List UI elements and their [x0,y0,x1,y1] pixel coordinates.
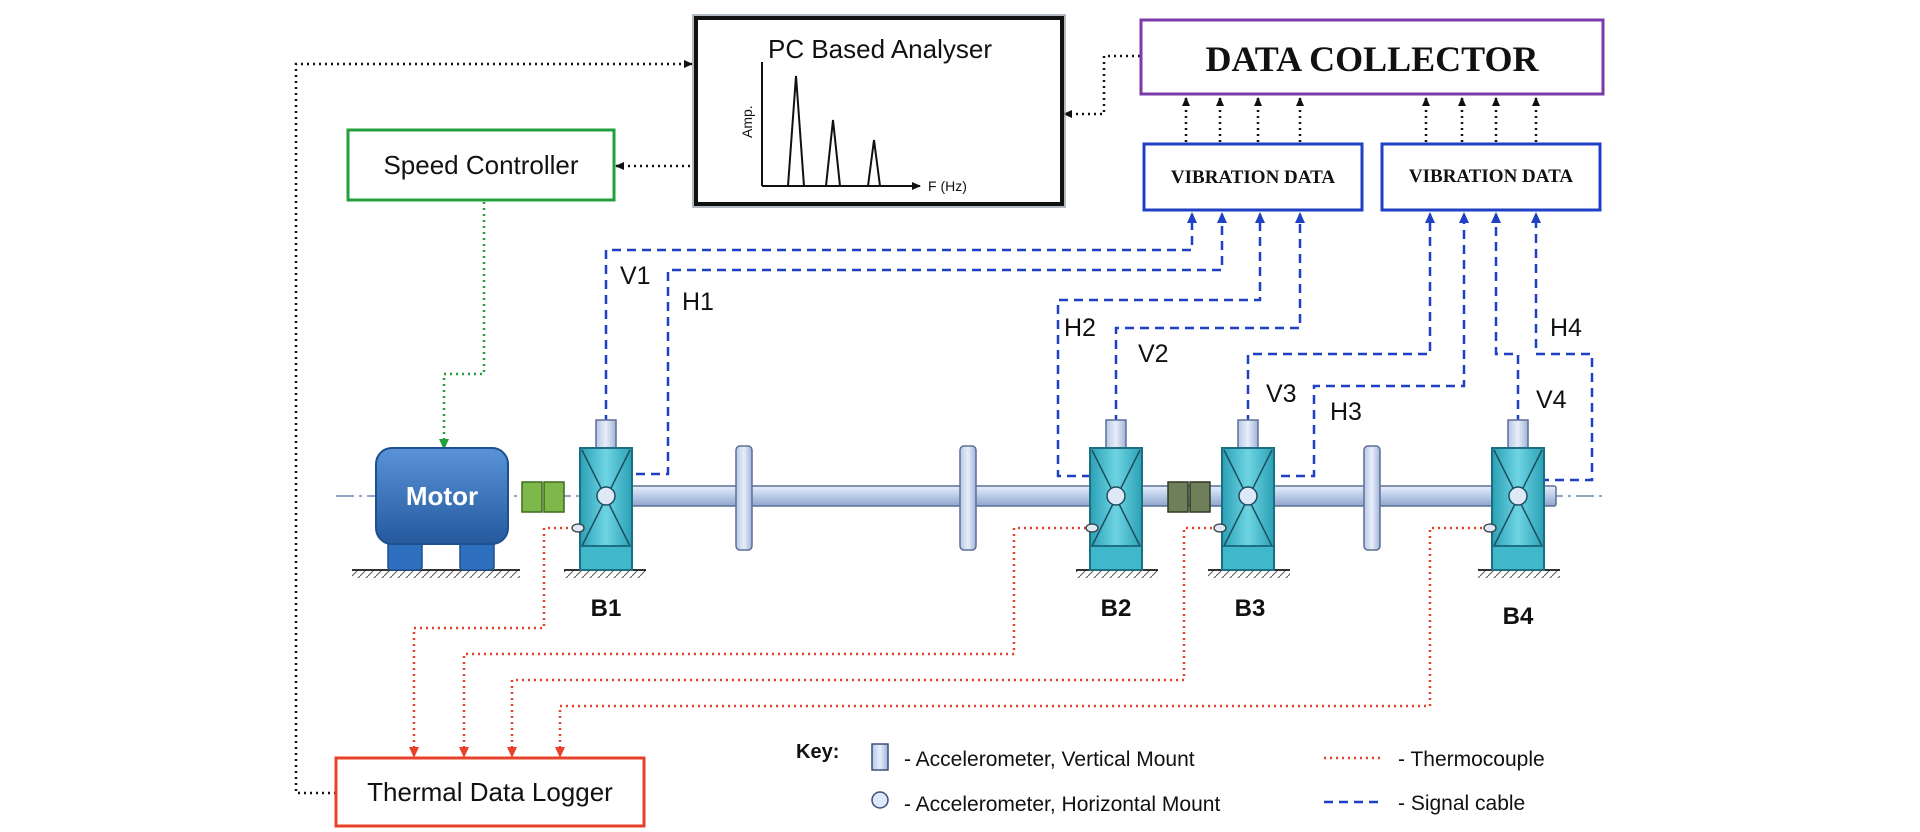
speed-controller: Speed Controller [346,128,616,202]
spectrum-peak-2 [825,119,841,187]
cable-h4 [1531,212,1594,482]
legend-thermocouple-text: - Thermocouple [1398,748,1545,771]
motor: Motor [375,447,509,571]
label-h3: H3 [1330,398,1362,426]
spectrum-peak-1 [787,75,805,187]
data-collector-title: DATA COLLECTOR [1205,39,1539,79]
label-v4: V4 [1536,386,1567,414]
spectrum-peak-3 [867,139,881,187]
analyser-y-axis-label: Amp. [739,105,755,138]
label-v2: V2 [1138,340,1169,368]
cable-v2 [1114,212,1305,424]
link-speed-controller-to-motor [439,202,486,450]
bearing-b2 [1085,419,1143,571]
legend-horizontal-mount-text: - Accelerometer, Horizontal Mount [904,793,1220,816]
coupling-motor [521,481,565,513]
pc-links [294,54,1140,795]
vibration-data-right-box: VIBRATION DATA [1380,142,1602,212]
cable-h1 [636,212,1227,476]
disc-3 [1363,445,1381,551]
tc-b4 [555,526,1488,758]
disc-1 [735,445,753,551]
bearing-b1 [571,419,633,571]
bearing-b4 [1483,419,1545,571]
channel-labels: V1 H1 H2 V2 V3 H3 H4 V4 [620,262,1582,426]
analyser-title: PC Based Analyser [768,34,992,64]
motor-label: Motor [406,481,478,511]
signal-cables [604,212,1594,482]
tc-b3 [507,526,1218,758]
legend-vertical-mount-text: - Accelerometer, Vertical Mount [904,748,1195,771]
label-v3: V3 [1266,380,1297,408]
legend-vertical-mount-icon [871,743,889,771]
ground-supports [352,569,1560,578]
cable-v1 [604,212,1197,424]
cable-h3 [1266,212,1469,478]
thermocouple-cables [409,526,1488,758]
coupling-middle [1167,481,1211,513]
legend: Key: - Accelerometer, Vertical Mount - A… [796,741,1545,816]
analyser-x-axis-label: F (Hz) [928,178,967,194]
bearing-labels: B1 B2 B3 B4 [591,595,1534,630]
bearing-b3 [1213,419,1275,571]
cable-h2 [1056,212,1265,478]
thermal-data-logger: Thermal Data Logger [334,756,646,828]
link-logger-to-analyser [294,60,693,795]
legend-horizontal-mount-icon [871,791,889,809]
vibration-data-left-label: VIBRATION DATA [1171,167,1335,188]
vibration-to-collector-arrows [1182,97,1540,142]
label-v1: V1 [620,262,651,290]
cable-v3 [1246,212,1435,424]
data-collector: DATA COLLECTOR [1139,18,1605,96]
label-h1: H1 [682,288,714,316]
tc-b2 [459,526,1092,758]
label-h4: H4 [1550,314,1582,342]
label-b1: B1 [591,595,622,622]
vibration-data-left-box: VIBRATION DATA [1142,142,1364,212]
label-h2: H2 [1064,314,1096,342]
disc-2 [959,445,977,551]
speed-controller-label: Speed Controller [383,150,578,180]
pc-analyser: PC Based Analyser Amp. F (Hz) [692,14,1066,208]
legend-title: Key: [796,741,839,763]
cable-v4 [1491,212,1520,424]
link-collector-to-analyser [1063,54,1140,118]
vibration-data-right-label: VIBRATION DATA [1409,166,1573,187]
thermal-logger-label: Thermal Data Logger [367,777,613,807]
label-b2: B2 [1101,595,1132,622]
tc-b1 [409,526,574,758]
legend-signal-cable-text: - Signal cable [1398,792,1525,815]
label-b4: B4 [1503,603,1534,630]
label-b3: B3 [1235,595,1266,622]
